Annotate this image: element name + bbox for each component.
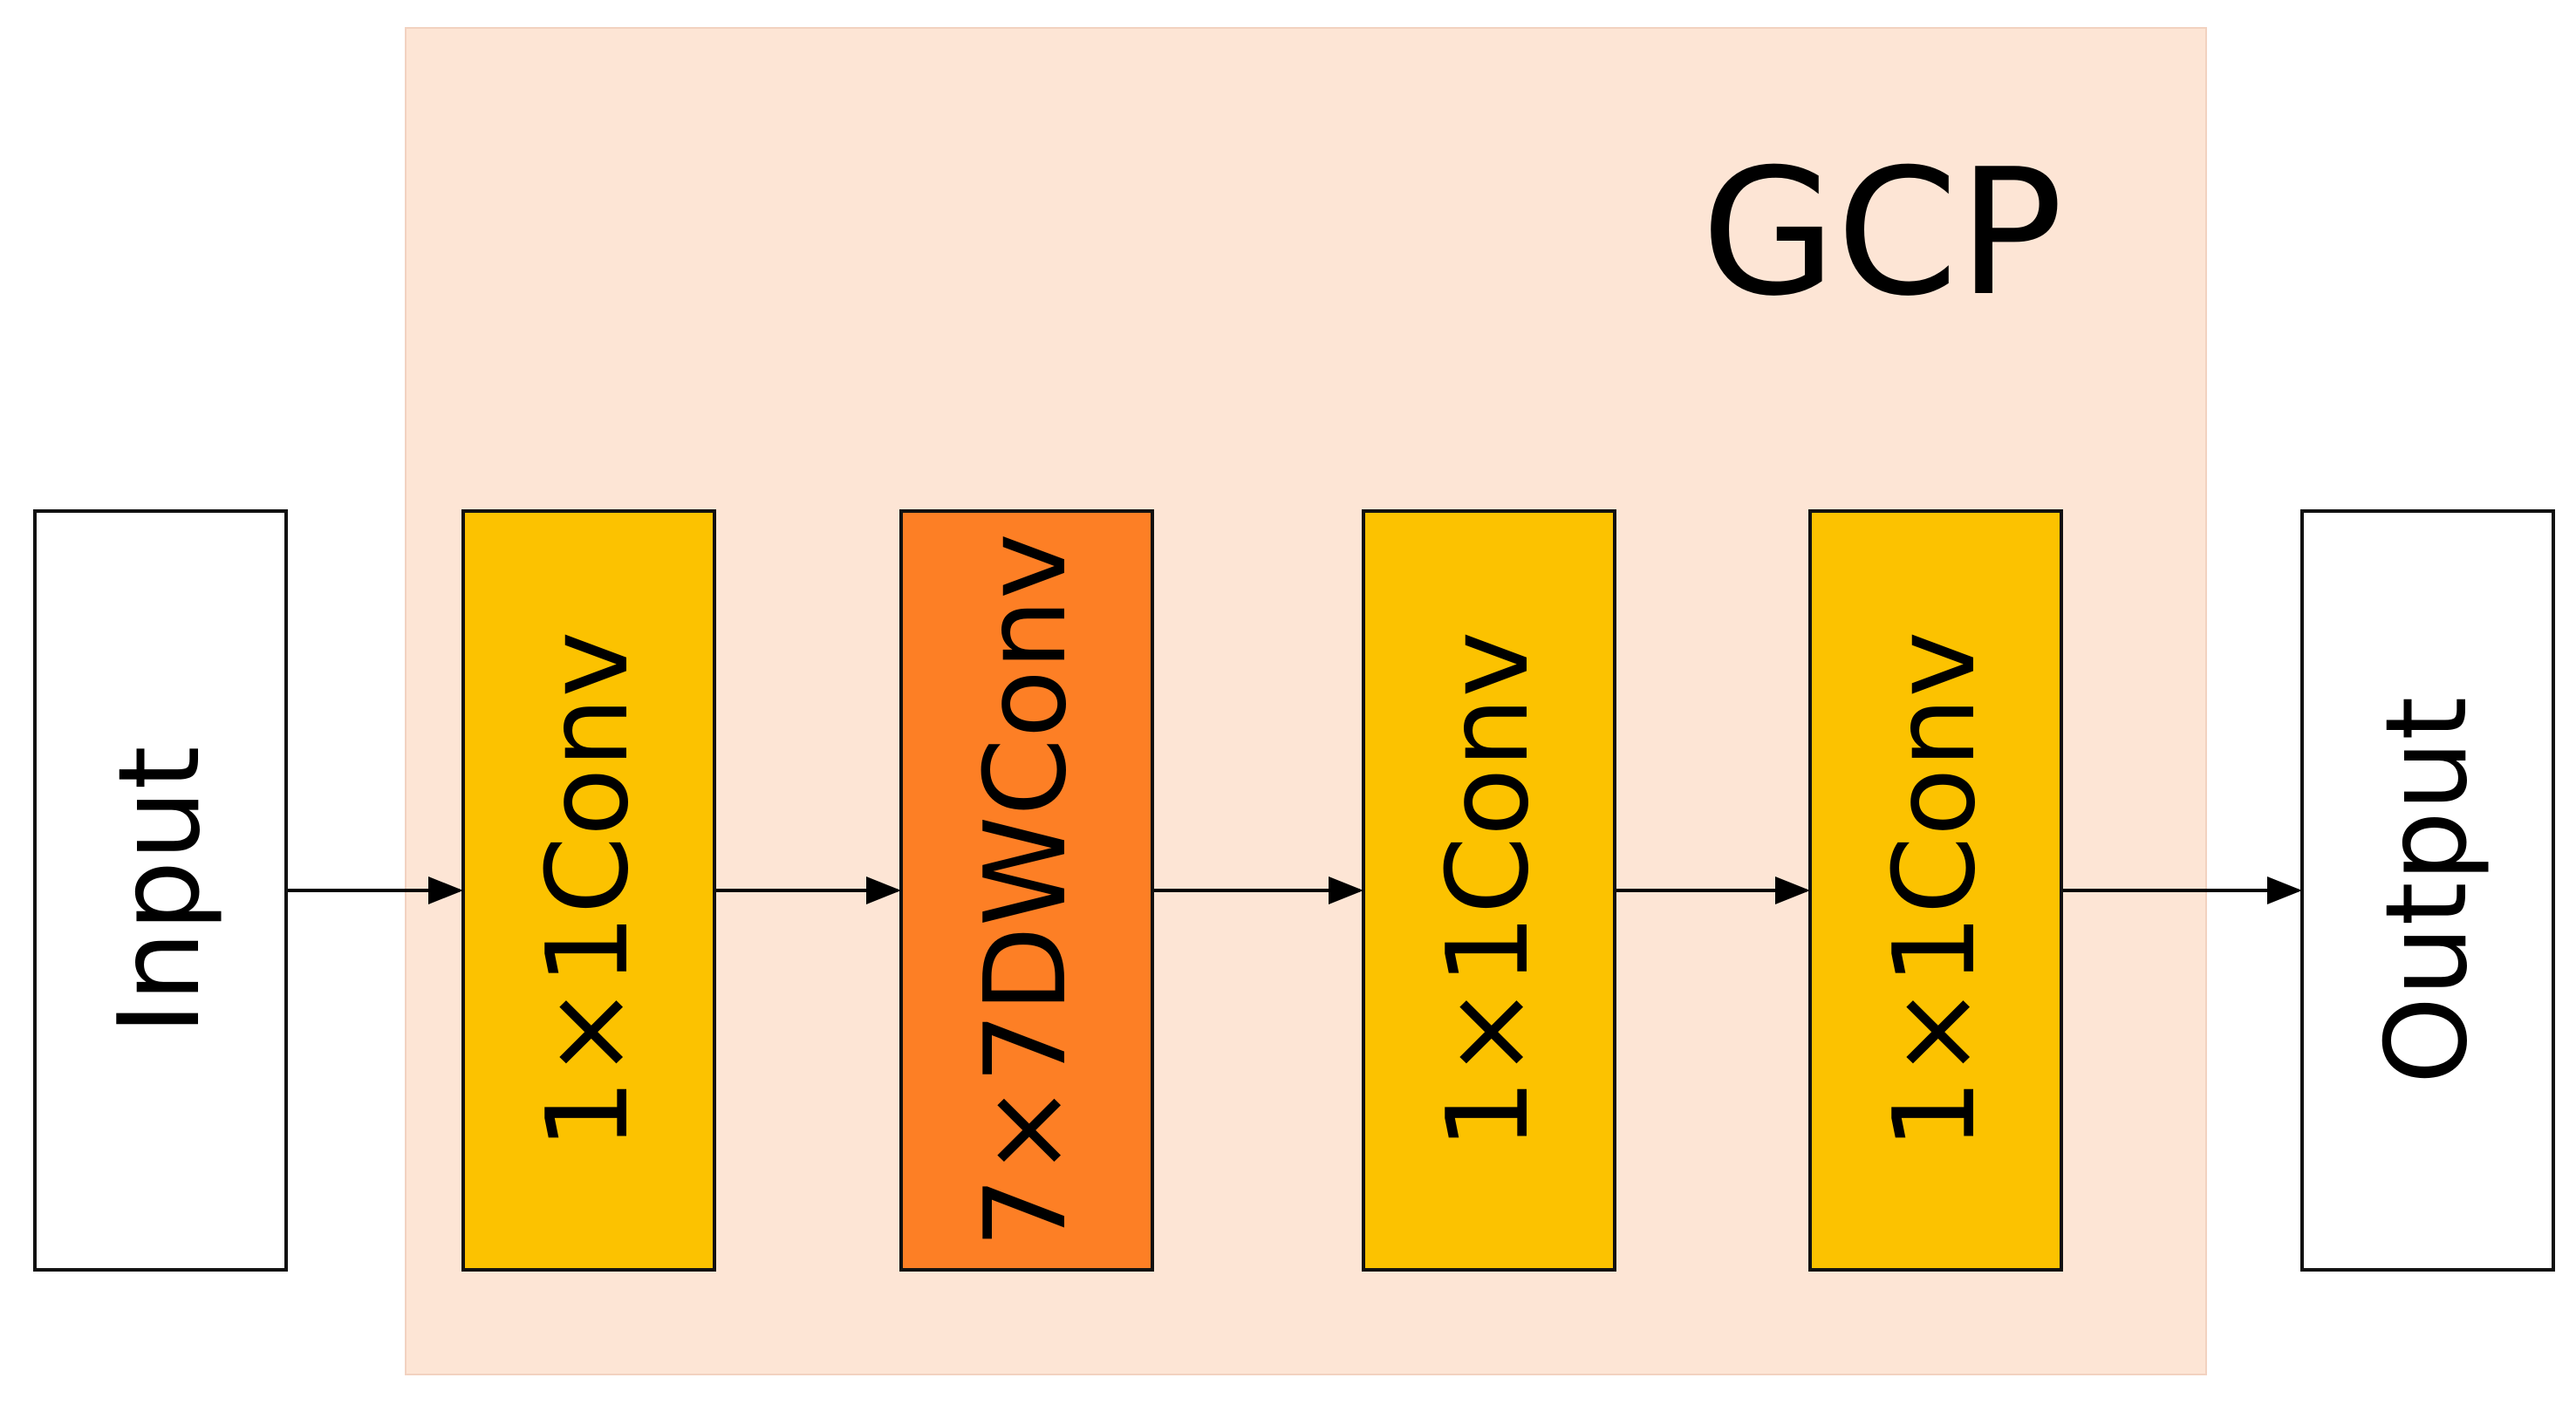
output-block: Output [2300,509,2555,1272]
dwconv7x7-block: 7×7DWConv [899,509,1154,1272]
conv1x1-block-3: 1×1Conv [1808,509,2063,1272]
conv1x1-block-1: 1×1Conv [461,509,716,1272]
input-block: Input [33,509,288,1272]
gcp-group-title: GCP [1701,132,2064,335]
conv1x1-block-2: 1×1Conv [1362,509,1616,1272]
